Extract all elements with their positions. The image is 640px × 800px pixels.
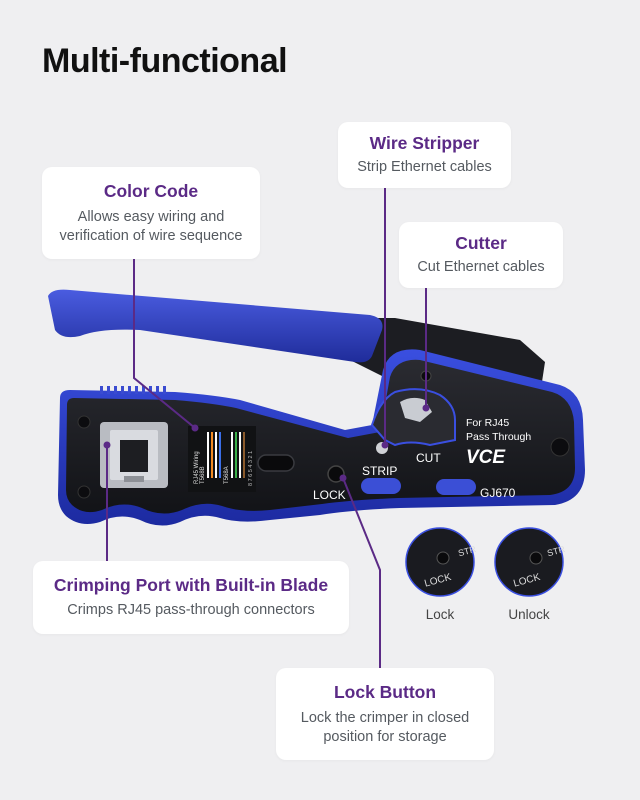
callout-desc: Lock the crimper in closed position for …: [276, 709, 494, 747]
callout-desc-line: Allows easy wiring and: [77, 209, 225, 225]
callout-desc-line: position for storage: [323, 729, 447, 745]
callout-title: Cutter: [455, 233, 507, 253]
callout-desc-line: Lock the crimper in closed: [300, 710, 470, 726]
for-rj45-marking: For RJ45: [466, 417, 509, 429]
pin-numbers: 8 7 6 5 4 3 2 1: [248, 451, 254, 486]
leader-lines: [103, 188, 430, 668]
page-title: Multi-functional: [42, 42, 288, 80]
inset-strip-text: STR: [457, 544, 477, 558]
model-indicator: [436, 479, 476, 495]
cut-marking: CUT: [416, 451, 441, 465]
color-code-chart: [188, 426, 256, 492]
lock-marking: LOCK: [313, 488, 346, 502]
t568b-label: T568B: [200, 466, 206, 484]
strip-indicator: [361, 478, 401, 494]
lock-view-label: Lock: [425, 607, 455, 622]
stripper-cutter-head: [370, 370, 456, 454]
wiring-label: RJ45 Wiring: [194, 451, 200, 484]
callout-desc: Strip Ethernet cables: [357, 159, 492, 175]
leader-lock-button: [342, 477, 381, 668]
callout-color-code: Color Code Allows easy wiring and verifi…: [42, 167, 260, 259]
callout-desc: Crimps RJ45 pass-through connectors: [67, 602, 315, 618]
unlock-view-label: Unlock: [508, 607, 550, 622]
callout-cutter: Cutter Cut Ethernet cables: [399, 222, 563, 288]
callout-desc-line: verification of wire sequence: [59, 228, 243, 244]
callout-title: Lock Button: [333, 682, 437, 702]
t568a-label: T568A: [224, 466, 230, 484]
brand-logo: VCE: [466, 447, 506, 468]
release-slot: [257, 454, 295, 472]
callout-title: Crimping Port with Built-in Blade: [53, 575, 329, 595]
model-marking: GJ670: [480, 486, 516, 500]
callout-title: Color Code: [103, 181, 199, 201]
callout-desc: Cut Ethernet cables: [417, 259, 545, 275]
upper-handle-grip: [48, 289, 383, 363]
lock-inset: LOCK STR: [405, 527, 477, 597]
callout-desc: Allows easy wiring and verification of w…: [42, 208, 260, 246]
pass-through-marking: Pass Through: [466, 431, 531, 443]
callout-crimping-port: Crimping Port with Built-in Blade Crimps…: [33, 561, 349, 634]
unlock-inset: LOCK STR: [494, 527, 566, 597]
grip-ridges: [100, 386, 166, 394]
screws: [77, 415, 570, 499]
callout-lock-button: Lock Button Lock the crimper in closed p…: [276, 668, 494, 760]
callout-wire-stripper: Wire Stripper Strip Ethernet cables: [338, 122, 511, 188]
callout-title: Wire Stripper: [369, 133, 480, 153]
strip-marking: STRIP: [362, 464, 397, 478]
crimping-port: [100, 422, 168, 488]
inset-strip-text-2: STR: [546, 544, 566, 558]
leader-color-code: [133, 259, 196, 429]
